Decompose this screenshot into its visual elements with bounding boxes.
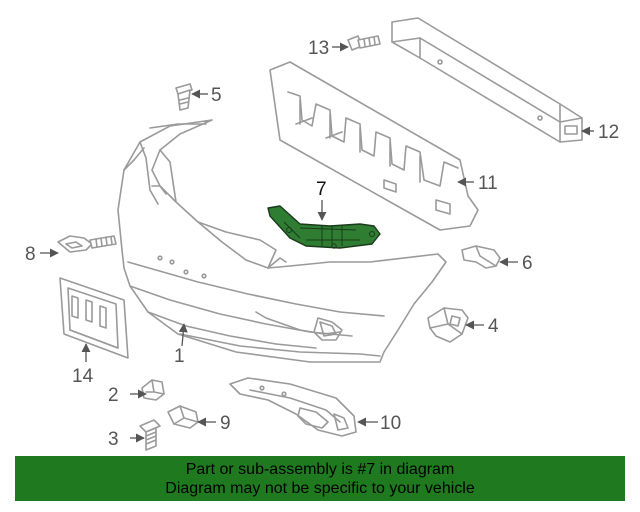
callout-2[interactable]: 2 [108, 385, 119, 406]
callout-14[interactable]: 14 [72, 366, 94, 387]
banner-line-1: Part or sub-assembly is #7 in diagram [185, 461, 455, 478]
parts-diagram: 1 2 3 4 5 6 7 8 9 10 11 12 13 14 [25, 17, 619, 451]
callout-13[interactable]: 13 [308, 38, 329, 59]
part-13-bolt[interactable] [347, 35, 381, 51]
diagram-notice-banner: Part or sub-assembly is #7 in diagram Di… [15, 456, 625, 501]
callout-9[interactable]: 9 [220, 413, 231, 434]
part-10-fog-lamp-bezel[interactable] [229, 377, 357, 437]
callout-10[interactable]: 10 [380, 413, 401, 434]
part-6-clip[interactable] [461, 245, 501, 269]
callout-5[interactable]: 5 [211, 85, 222, 106]
part-7-bracket-highlighted[interactable] [267, 205, 381, 249]
part-14-license-bracket[interactable] [59, 277, 129, 359]
callout-6[interactable]: 6 [522, 253, 533, 274]
callout-12[interactable]: 12 [598, 122, 619, 143]
part-1-bumper-cover[interactable] [117, 119, 447, 363]
part-4-bracket[interactable] [427, 307, 469, 343]
part-8-tow-hook[interactable] [57, 235, 117, 253]
callout-4[interactable]: 4 [488, 316, 499, 337]
callout-1[interactable]: 1 [174, 346, 185, 367]
part-9-clip[interactable] [167, 405, 199, 429]
part-5-clip[interactable] [175, 83, 193, 111]
part-12-reinforcement-beam[interactable] [391, 17, 583, 143]
callout-3[interactable]: 3 [108, 429, 119, 450]
part-3-screw[interactable] [139, 419, 161, 451]
leader-lines [40, 42, 594, 443]
callout-11[interactable]: 11 [478, 173, 498, 194]
part-11-energy-absorber[interactable] [269, 61, 479, 231]
callout-8[interactable]: 8 [25, 244, 36, 265]
callout-7[interactable]: 7 [316, 179, 327, 200]
part-2-retainer[interactable] [141, 379, 165, 401]
banner-line-2: Diagram may not be specific to your vehi… [165, 480, 475, 497]
